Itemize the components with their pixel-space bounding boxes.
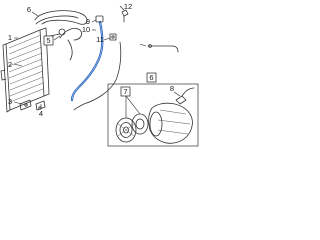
leader-lines xyxy=(13,5,181,118)
callout-8: 8 xyxy=(170,84,174,93)
compressor-group-frame xyxy=(107,83,199,147)
callout-12: 12 xyxy=(124,2,132,11)
callout-7: 7 xyxy=(120,86,131,97)
svg-text:5: 5 xyxy=(46,36,50,45)
callout-1: 1 xyxy=(8,33,12,42)
svg-text:1: 1 xyxy=(8,33,12,42)
callout-10: 10 xyxy=(82,25,90,34)
svg-text:12: 12 xyxy=(124,2,132,11)
svg-text:4: 4 xyxy=(39,109,43,118)
svg-text:10: 10 xyxy=(82,25,90,34)
compressor-body xyxy=(148,87,195,144)
callout-11: 11 xyxy=(96,35,104,44)
callout-5: 5 xyxy=(43,35,54,46)
callout-6: 6 xyxy=(27,5,31,14)
highlighted-ac-line xyxy=(70,20,104,102)
sensor-fitting xyxy=(121,9,129,23)
svg-text:9: 9 xyxy=(86,17,90,26)
callout-4: 4 xyxy=(39,109,43,118)
condenser xyxy=(0,27,50,113)
callout-9: 9 xyxy=(86,17,90,26)
svg-text:7: 7 xyxy=(123,87,127,96)
right-ac-line xyxy=(73,41,179,111)
svg-text:11: 11 xyxy=(96,35,104,44)
callout-3: 3 xyxy=(8,97,12,106)
svg-text:8: 8 xyxy=(170,84,174,93)
ac-system-parts-diagram: 1 2 3 4 5 6 7 8 9 10 11 12 6 xyxy=(0,2,199,147)
svg-text:3: 3 xyxy=(8,97,12,106)
svg-text:6: 6 xyxy=(27,5,31,14)
upper-hose-assembly xyxy=(34,10,88,61)
callout-2: 2 xyxy=(8,60,12,69)
callout-6-right: 6 xyxy=(146,72,157,83)
svg-text:2: 2 xyxy=(8,60,12,69)
svg-text:6: 6 xyxy=(149,73,153,82)
bracket-left xyxy=(19,99,32,111)
compressor-clutch-pulley xyxy=(115,117,137,143)
